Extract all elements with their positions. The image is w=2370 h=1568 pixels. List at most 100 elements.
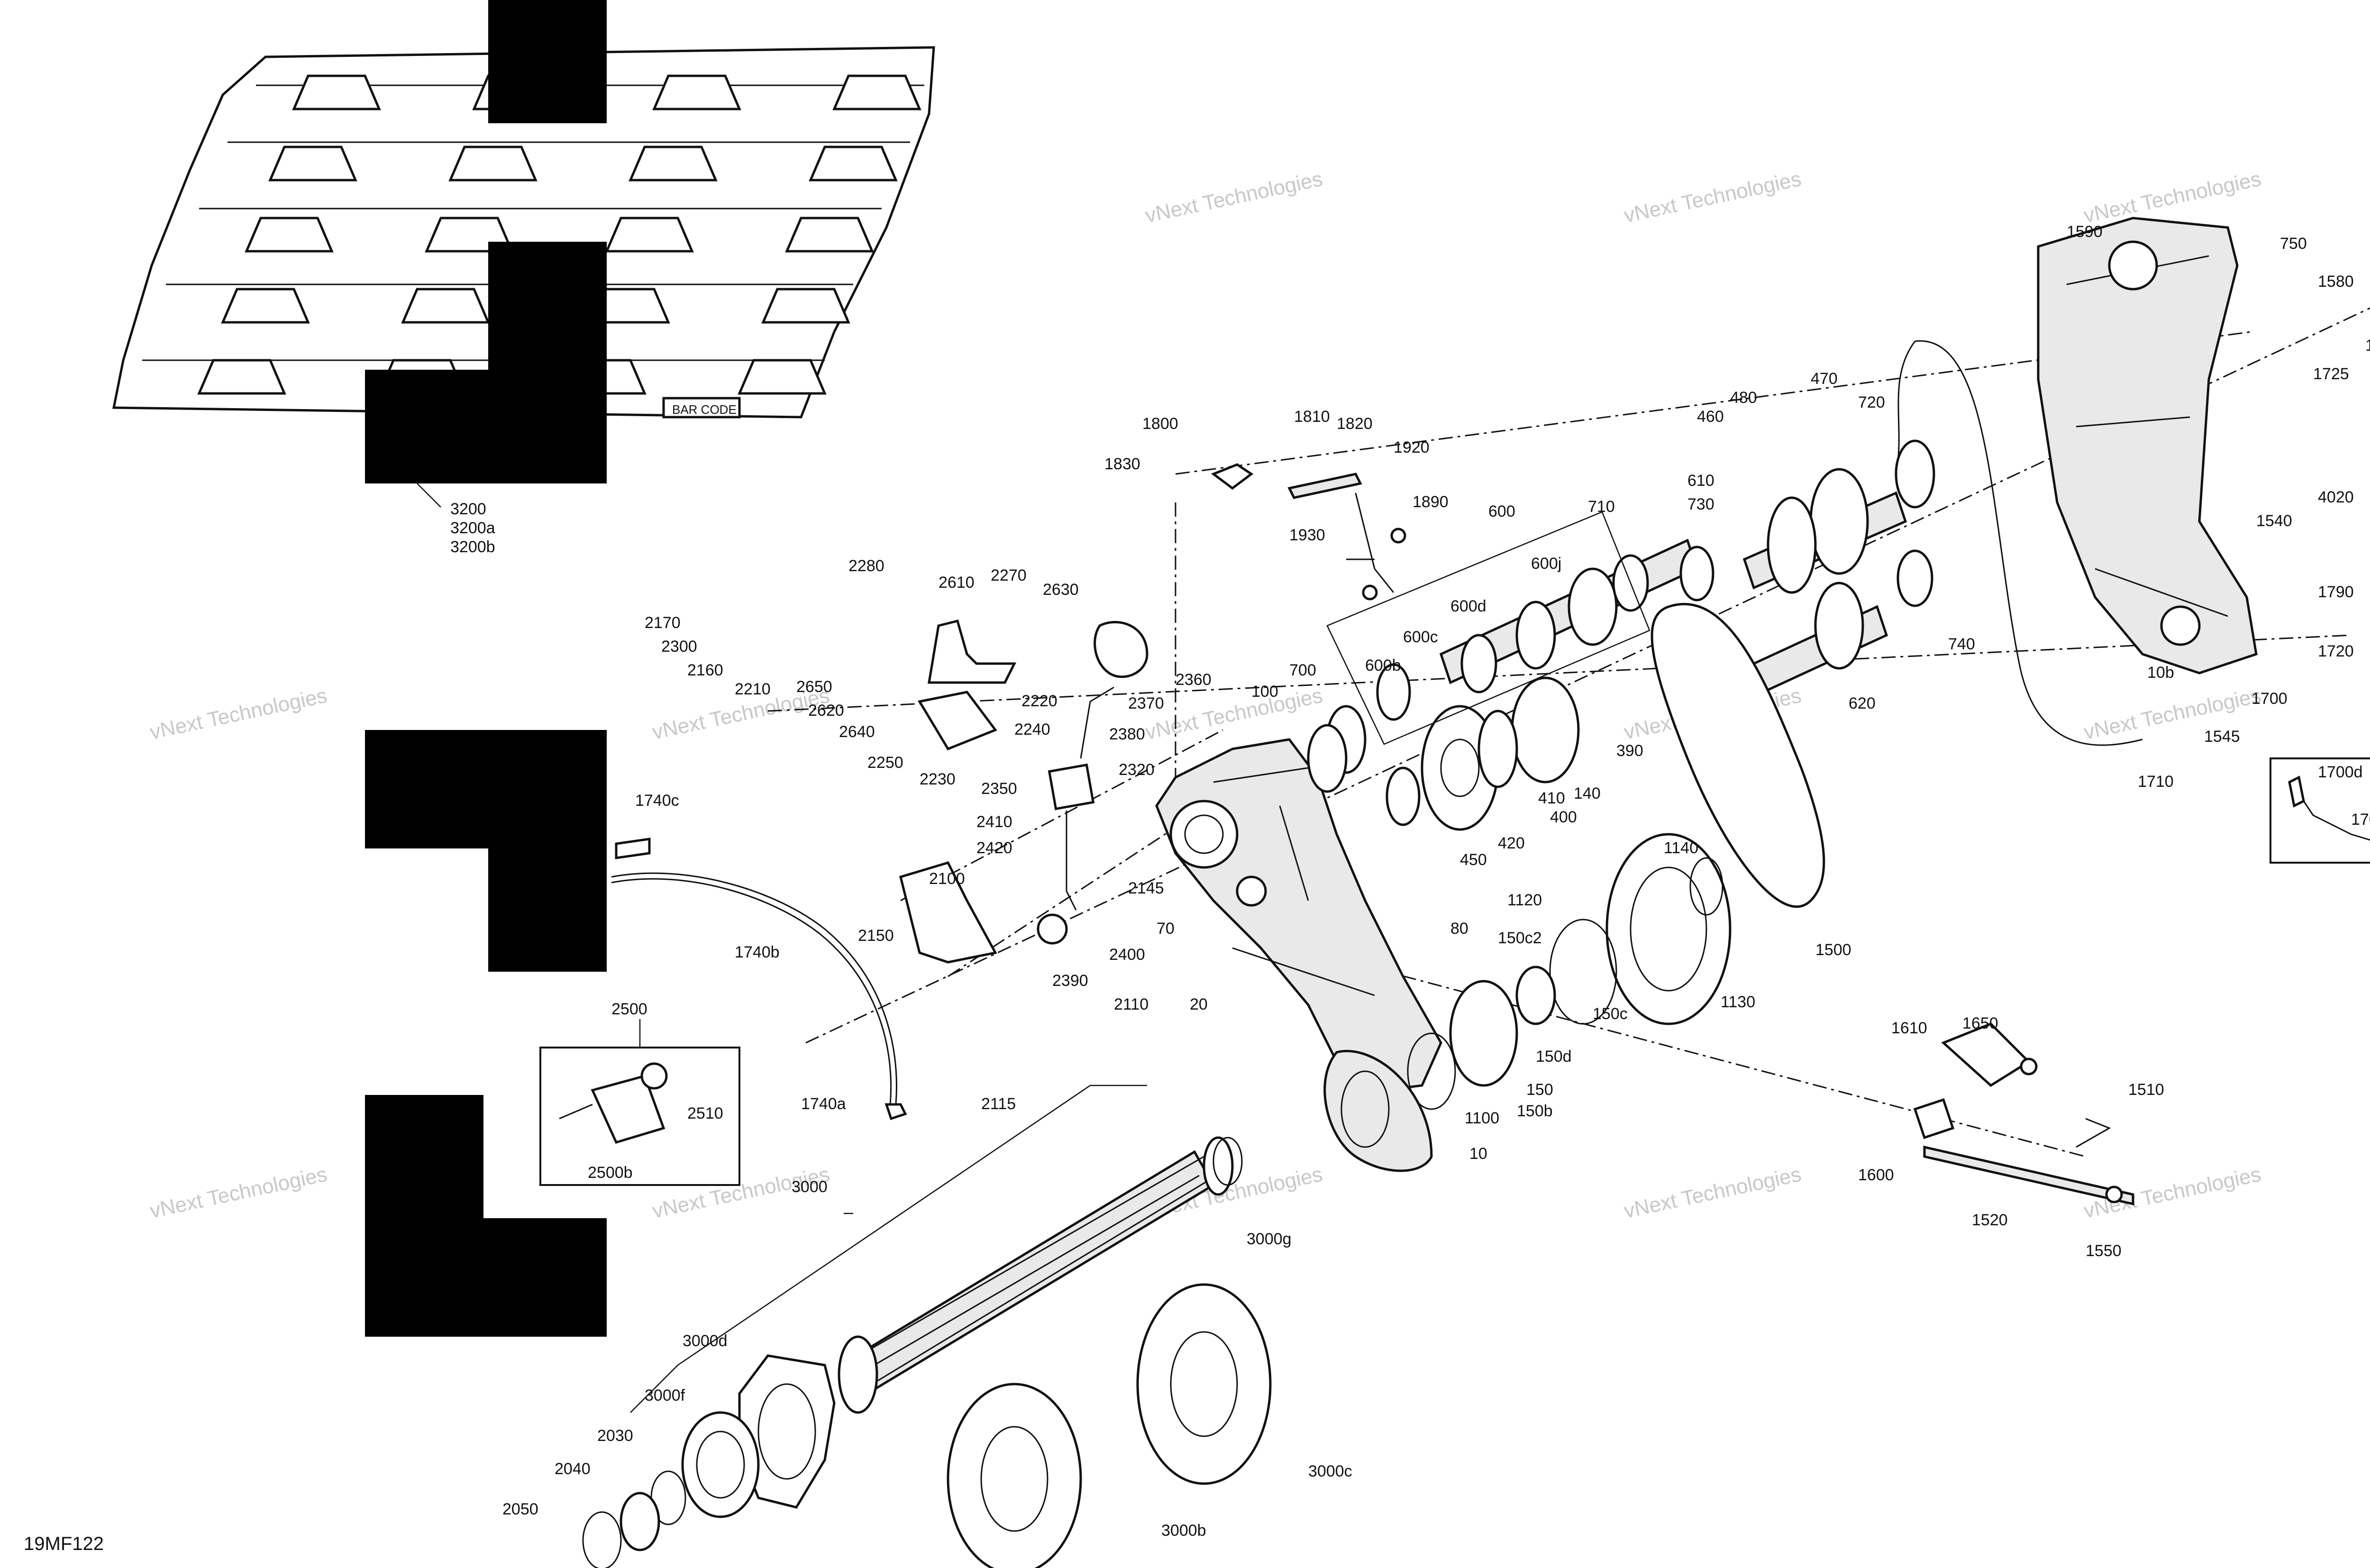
callout-label: 1590 — [2067, 223, 2103, 241]
inset-box-2500 — [539, 1019, 740, 1186]
callout-label: 150b — [1517, 1102, 1553, 1120]
track-barcode-label: BAR CODE — [672, 402, 737, 417]
callout-label: 3200 — [450, 500, 486, 518]
callout-label: 2300 — [661, 638, 697, 656]
callout-label: 2150 — [858, 927, 894, 945]
callout-label: 620 — [1849, 694, 1876, 712]
callout-label: 2610 — [939, 574, 975, 592]
callout-label: 720 — [1858, 393, 1885, 411]
callout-label: 600d — [1450, 597, 1486, 615]
callout-label: 1500 — [1815, 941, 1851, 959]
callout-label: 3000d — [683, 1332, 728, 1350]
watermark-text: vNext Technologies — [1143, 167, 1325, 228]
inset-box-1700 — [2270, 757, 2370, 864]
drive-shaft-3000 — [582, 1136, 1272, 1568]
callout-label: 80 — [1450, 920, 1468, 938]
callout-label: 600c — [1403, 628, 1438, 646]
track-lug — [652, 74, 741, 110]
callout-label: 1510 — [2128, 1081, 2164, 1099]
callout-label: 1700 — [2252, 690, 2288, 708]
callout-label: 1580 — [2318, 273, 2354, 291]
callout-label: 470 — [1811, 370, 1838, 388]
watermark-text: vNext Technologies — [2082, 167, 2263, 228]
callout-label: 1930 — [1289, 526, 1325, 544]
callout-label: 1710 — [2138, 773, 2174, 791]
callout-label: 1740b — [735, 943, 780, 961]
callout-label: 150c — [1593, 1005, 1628, 1023]
track-lug — [245, 217, 334, 253]
watermark-text: vNext Technologies — [1143, 684, 1325, 744]
callout-label: 600j — [1531, 555, 1561, 573]
callout-label: 480 — [1730, 389, 1757, 407]
callout-label: 700 — [1289, 661, 1316, 679]
callout-label: 1540 — [2256, 512, 2292, 530]
callout-label: 3200a — [450, 519, 495, 537]
track-lug — [785, 217, 874, 253]
callout-label: 400 — [1550, 808, 1577, 826]
callout-label: 2220 — [1021, 692, 1057, 710]
callout-label: 150c2 — [1498, 929, 1542, 947]
callout-label: 1830 — [1104, 455, 1140, 473]
callout-label: 2510 — [687, 1104, 723, 1122]
callout-label: 600 — [1488, 502, 1515, 520]
callout-label: 1650 — [1962, 1014, 1998, 1032]
callout-label: 2360 — [1176, 671, 1212, 689]
callout-label: 2320 — [1119, 761, 1155, 779]
callout-label: 100 — [1251, 683, 1278, 701]
shift-linkage — [1211, 463, 1406, 601]
callout-label: 2390 — [1052, 972, 1088, 990]
watermark-text: vNext Technologies — [1622, 167, 1804, 228]
chaincase-cover — [1895, 217, 2258, 746]
callout-label: 390 — [1616, 742, 1643, 760]
grouping-brackets — [630, 511, 1650, 1413]
callout-label: 3000b — [1161, 1522, 1206, 1540]
track-lug — [448, 146, 538, 182]
callout-label: 1700f — [2351, 811, 2370, 829]
watermark-text: vNext Technologies — [148, 1163, 329, 1223]
callout-label: 1520 — [1972, 1211, 2008, 1229]
callout-label: 2380 — [1109, 725, 1145, 743]
callout-label: 2500 — [611, 1000, 647, 1018]
gear-shafts — [1307, 439, 1935, 1172]
callout-label: 2230 — [920, 770, 956, 788]
callout-label: 2115 — [981, 1095, 1016, 1113]
track-lug — [401, 288, 490, 324]
callout-label: 420 — [1498, 834, 1525, 852]
callout-label: 1790 — [2318, 583, 2354, 601]
callout-label: 3200b — [450, 538, 495, 556]
callout-label: 2620 — [808, 702, 844, 720]
leader-3200 — [417, 483, 441, 508]
callout-label: 4020 — [2318, 488, 2354, 506]
callout-label: 750 — [2280, 235, 2307, 253]
cable-1740 — [611, 838, 907, 1121]
callout-label: 1700d — [2318, 763, 2363, 781]
callout-label: 2110 — [1114, 995, 1149, 1013]
callout-label: 2170 — [645, 614, 681, 632]
callout-label: 1810 — [1294, 408, 1330, 426]
callout-label: 1720 — [2318, 642, 2354, 660]
callout-label: 1820 — [1337, 415, 1373, 433]
callout-label: 2650 — [796, 678, 832, 696]
callout-label: 600b — [1365, 656, 1401, 675]
track-lug — [832, 74, 921, 110]
callout-label: 2270 — [991, 566, 1027, 584]
callout-label: 2370 — [1128, 694, 1164, 712]
track-lug — [197, 359, 286, 395]
callout-label: 1740c — [635, 792, 679, 810]
callout-label: 2350 — [981, 780, 1017, 798]
callout-label: 10 — [1469, 1145, 1487, 1163]
callout-label: 740 — [1948, 635, 1975, 653]
callout-label: 2420 — [976, 839, 1012, 857]
callout-label: 3000c — [1308, 1462, 1352, 1480]
callout-label: 140 — [1574, 784, 1601, 802]
callout-label: 2640 — [839, 723, 875, 741]
callout-label: 2500b — [588, 1164, 633, 1182]
track-lug — [268, 146, 357, 182]
callout-label: 2160 — [687, 661, 723, 679]
track-lug — [221, 288, 310, 324]
callout-label: 2280 — [848, 557, 884, 575]
callout-label: 2145 — [1128, 879, 1164, 897]
callout-label: 2400 — [1109, 946, 1145, 964]
chain-tensioner — [1913, 1022, 2134, 1206]
